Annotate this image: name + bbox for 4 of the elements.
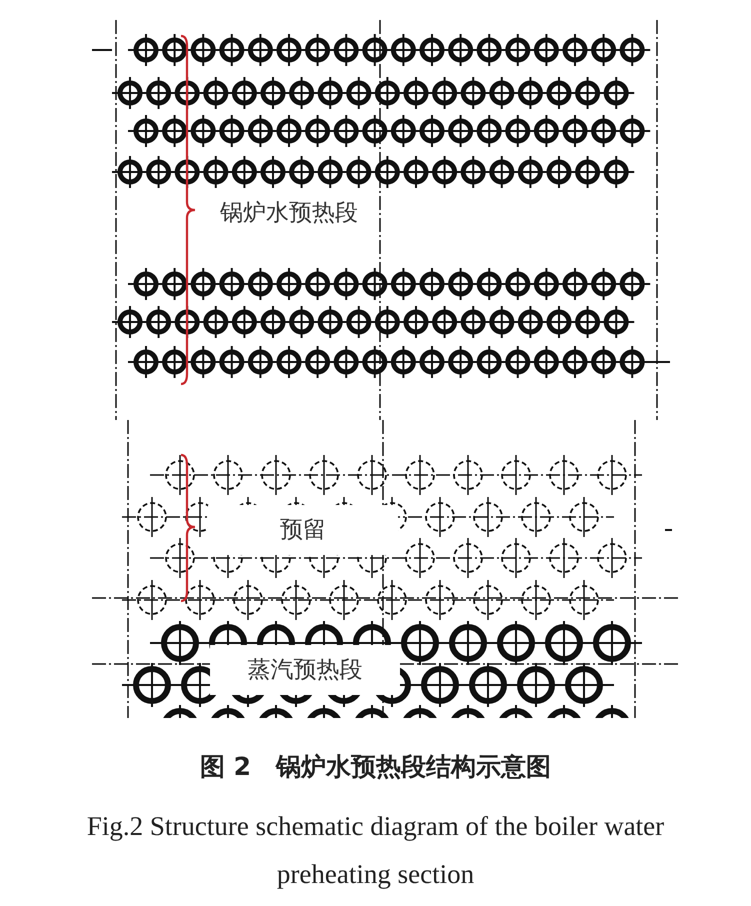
section-label: 预留 — [208, 505, 398, 555]
section-label: 蒸汽预热段 — [210, 645, 400, 695]
figure-title: 图 2 锅炉水预热段结构示意图 — [198, 751, 552, 783]
figure-caption: Fig.2 Structure schematic diagram of the boiler water preheating section — [86, 810, 666, 891]
